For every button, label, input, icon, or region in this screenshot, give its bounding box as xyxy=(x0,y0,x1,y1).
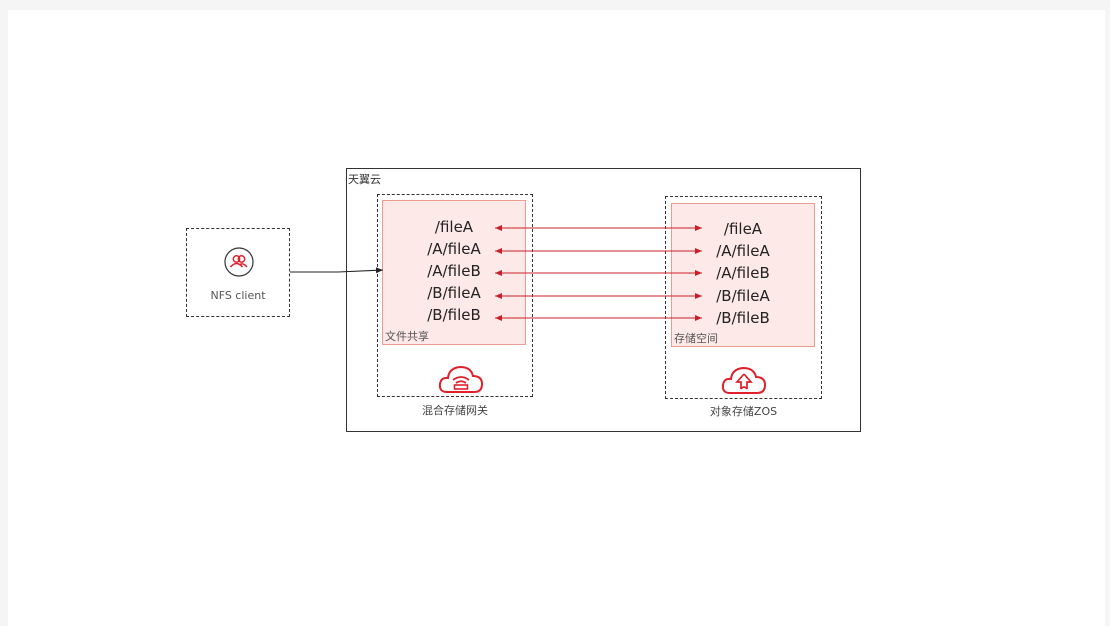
zos-label: 对象存储ZOS xyxy=(709,405,778,418)
storage-space-label: 存储空间 xyxy=(674,332,718,345)
zos-file-4: /B/fileB xyxy=(716,309,770,327)
zos-file-3: /B/fileA xyxy=(716,287,770,305)
diagram-canvas: NFS client 天翼云 文件共享 /fileA /A/fileA /A/f… xyxy=(8,10,1105,626)
gateway-file-4: /B/fileB xyxy=(427,306,481,324)
client-to-gateway-arrow xyxy=(290,267,384,274)
tianyi-cloud-label: 天翼云 xyxy=(348,173,381,186)
gateway-cloud-icon xyxy=(438,364,484,394)
zos-cloud-icon xyxy=(721,365,767,395)
connector-layer xyxy=(290,225,702,321)
zos-file-2: /A/fileB xyxy=(716,264,770,282)
nfs-client-box: NFS client xyxy=(186,228,290,317)
tianyi-cloud-box: 天翼云 xyxy=(346,168,861,432)
zos-file-0: /fileA xyxy=(723,220,763,238)
gateway-file-2: /A/fileB xyxy=(427,262,481,280)
gateway-label: 混合存储网关 xyxy=(422,404,488,417)
gateway-file-3: /B/fileA xyxy=(427,284,481,302)
gateway-file-1: /A/fileA xyxy=(427,240,481,258)
nfs-client-label: NFS client xyxy=(210,289,266,302)
nfs-client-user-icon xyxy=(224,247,254,277)
zos-file-1: /A/fileA xyxy=(716,242,770,260)
file-share-label: 文件共享 xyxy=(385,330,429,343)
gateway-file-0: /fileA xyxy=(434,218,474,236)
